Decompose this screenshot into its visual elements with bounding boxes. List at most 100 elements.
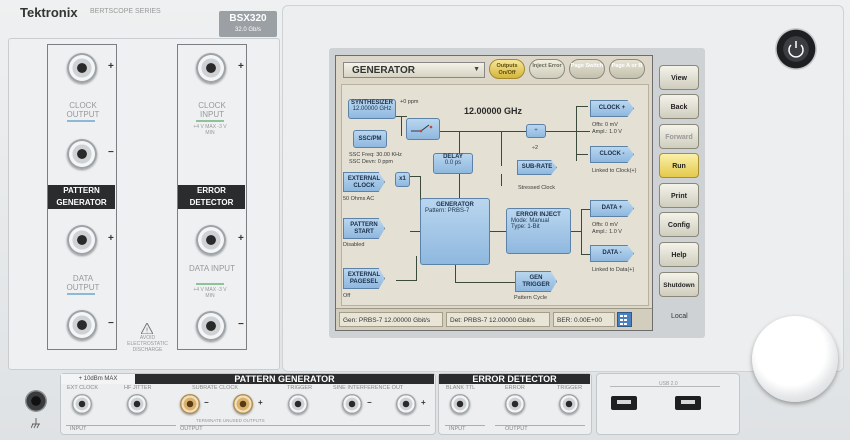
ssc-devn: SSC Devn: 0 ppm xyxy=(349,159,394,165)
mode-dropdown-value: GENERATOR xyxy=(352,65,415,76)
ber-status[interactable]: BER: 0.00E+00 xyxy=(553,312,615,327)
connector-line xyxy=(396,280,416,281)
blank-ttl-connector[interactable] xyxy=(450,394,470,414)
det-status[interactable]: Det: PRBS-7 12.00000 Gbit/s xyxy=(446,312,550,327)
view-button[interactable]: View xyxy=(659,65,699,90)
back-button[interactable]: Back xyxy=(659,94,699,119)
connector-line xyxy=(455,264,456,282)
trigger2-connector[interactable] xyxy=(559,394,579,414)
minus-sign: − xyxy=(204,398,209,407)
gen-status[interactable]: Gen: PRBS-7 12.00000 Gbit/s xyxy=(339,312,443,327)
connector-line xyxy=(455,282,515,283)
data-input-minus-connector[interactable] xyxy=(196,311,226,341)
div2-label: ÷2 xyxy=(532,145,539,151)
divider-block[interactable]: ÷ xyxy=(526,124,546,138)
connector-line xyxy=(581,209,591,210)
error-connector[interactable] xyxy=(505,394,525,414)
outputs-onoff-button[interactable]: Outputs On/Off xyxy=(489,59,525,79)
print-button[interactable]: Print xyxy=(659,183,699,208)
touch-screen[interactable]: GENERATOR ▼ Outputs On/Off Inject Error … xyxy=(335,55,653,331)
blank-ttl-label: BLANK TTL xyxy=(446,385,476,391)
ssc-freq: SSC Freq: 30.00 KHz xyxy=(349,152,402,158)
forward-button[interactable]: Forward xyxy=(659,124,699,149)
connector-line xyxy=(393,116,407,117)
model-badge: BSX320 32.0 Gb/s xyxy=(219,11,277,37)
run-button[interactable]: Run xyxy=(659,153,699,178)
error-det-plus-connector[interactable] xyxy=(196,225,226,255)
ground-icon xyxy=(31,418,40,429)
gen-status-text: Gen: PRBS-7 12.00000 Gbit/s xyxy=(343,317,431,324)
help-button-label: Help xyxy=(671,252,687,259)
clock-input-label: CLOCK INPUT xyxy=(198,101,226,119)
page-a-or-b-label: Page A or B xyxy=(611,63,643,69)
connector-line xyxy=(581,209,582,254)
ssc-pm-title: SSC/PM xyxy=(358,136,382,142)
delay-value: 0.0 ps xyxy=(444,160,462,166)
sine-plus-connector[interactable] xyxy=(396,394,416,414)
data-output-label: DATA OUTPUT xyxy=(66,274,100,292)
data-plus-offs: Offs: 0 mV xyxy=(592,222,618,228)
ssc-pm-block[interactable]: SSC/PM xyxy=(353,130,387,148)
clock-plus-output[interactable]: CLOCK + xyxy=(590,100,634,117)
error-inject-block[interactable]: ERROR INJECT Mode: Manual Type: 1-Bit xyxy=(506,208,571,254)
ext-clock-block[interactable]: EXTERNAL CLOCK xyxy=(343,172,385,192)
clock-output-underline xyxy=(67,120,95,122)
rotary-knob[interactable] xyxy=(752,316,838,402)
usb-port-1[interactable] xyxy=(611,396,637,410)
hf-jitter-connector[interactable] xyxy=(127,394,147,414)
synthesizer-title: SYNTHESIZER xyxy=(350,100,393,106)
inject-error-button[interactable]: Inject Error xyxy=(529,59,565,79)
data-output-underline xyxy=(67,293,95,295)
clock-minus-title: CLOCK - xyxy=(599,151,625,157)
clock-input-spec: +4 V MAX -3 V MIN xyxy=(193,124,227,136)
error-detector-label: ERROR DETECTOR xyxy=(178,185,245,209)
print-button-label: Print xyxy=(671,193,687,200)
trigger-connector[interactable] xyxy=(288,394,308,414)
minus-sign: − xyxy=(108,318,114,329)
page-switch-button[interactable]: Page Switch xyxy=(569,59,605,79)
data-output-plus-connector[interactable] xyxy=(67,225,97,255)
clock-input-plus-connector[interactable] xyxy=(196,53,226,83)
ext-clock-connector[interactable] xyxy=(72,394,92,414)
data-minus-output[interactable]: DATA - xyxy=(590,245,634,262)
data-input-underline xyxy=(196,283,224,285)
page-a-or-b-button[interactable]: Page A or B xyxy=(609,59,645,79)
aux-jack[interactable] xyxy=(25,390,47,412)
brand-logo: Tektronix xyxy=(20,5,78,20)
sine-minus-connector[interactable] xyxy=(342,394,362,414)
usb-label: USB 2.0 xyxy=(659,381,678,387)
subrate-clock-minus-connector[interactable] xyxy=(180,394,200,414)
x1-block[interactable]: x1 xyxy=(395,172,410,187)
mux-switch[interactable] xyxy=(406,118,440,140)
error-inject-mode: Mode: Manual xyxy=(511,218,550,224)
pattern-start-block[interactable]: PATTERN START xyxy=(343,218,385,239)
connector-line xyxy=(576,106,588,107)
mode-dropdown[interactable]: GENERATOR ▼ xyxy=(343,62,485,78)
trigger-label: TRIGGER xyxy=(287,385,313,391)
config-button[interactable]: Config xyxy=(659,212,699,237)
data-plus-output[interactable]: DATA + xyxy=(590,200,634,217)
clock-output-label: CLOCK OUTPUT xyxy=(66,101,100,119)
power-button[interactable] xyxy=(775,28,817,70)
connector-line xyxy=(410,176,420,177)
shutdown-button[interactable]: Shutdown xyxy=(659,272,699,297)
gen-trigger-block[interactable]: GEN TRIGGER xyxy=(515,271,557,292)
help-button[interactable]: Help xyxy=(659,242,699,267)
output-label: OUTPUT xyxy=(180,426,203,432)
gen-trigger-sub: Pattern Cycle xyxy=(514,295,548,301)
plus-sign: + xyxy=(108,233,114,244)
generator-block[interactable]: GENERATOR Pattern: PRBS-7 xyxy=(420,198,490,265)
usb-port-2[interactable] xyxy=(675,396,701,410)
subrate-block[interactable]: SUB-RATE xyxy=(517,160,557,175)
ext-pagesel-block[interactable]: EXTERNAL PAGESEL xyxy=(343,268,385,289)
grid-icon[interactable] xyxy=(617,312,632,327)
data-output-minus-connector[interactable] xyxy=(67,310,97,340)
clock-plus-title: CLOCK + xyxy=(598,105,626,111)
clock-output-minus-connector[interactable] xyxy=(67,139,97,169)
clock-minus-output[interactable]: CLOCK - xyxy=(590,146,634,163)
clock-output-plus-connector[interactable] xyxy=(67,53,97,83)
subrate-clock-plus-connector[interactable] xyxy=(233,394,253,414)
